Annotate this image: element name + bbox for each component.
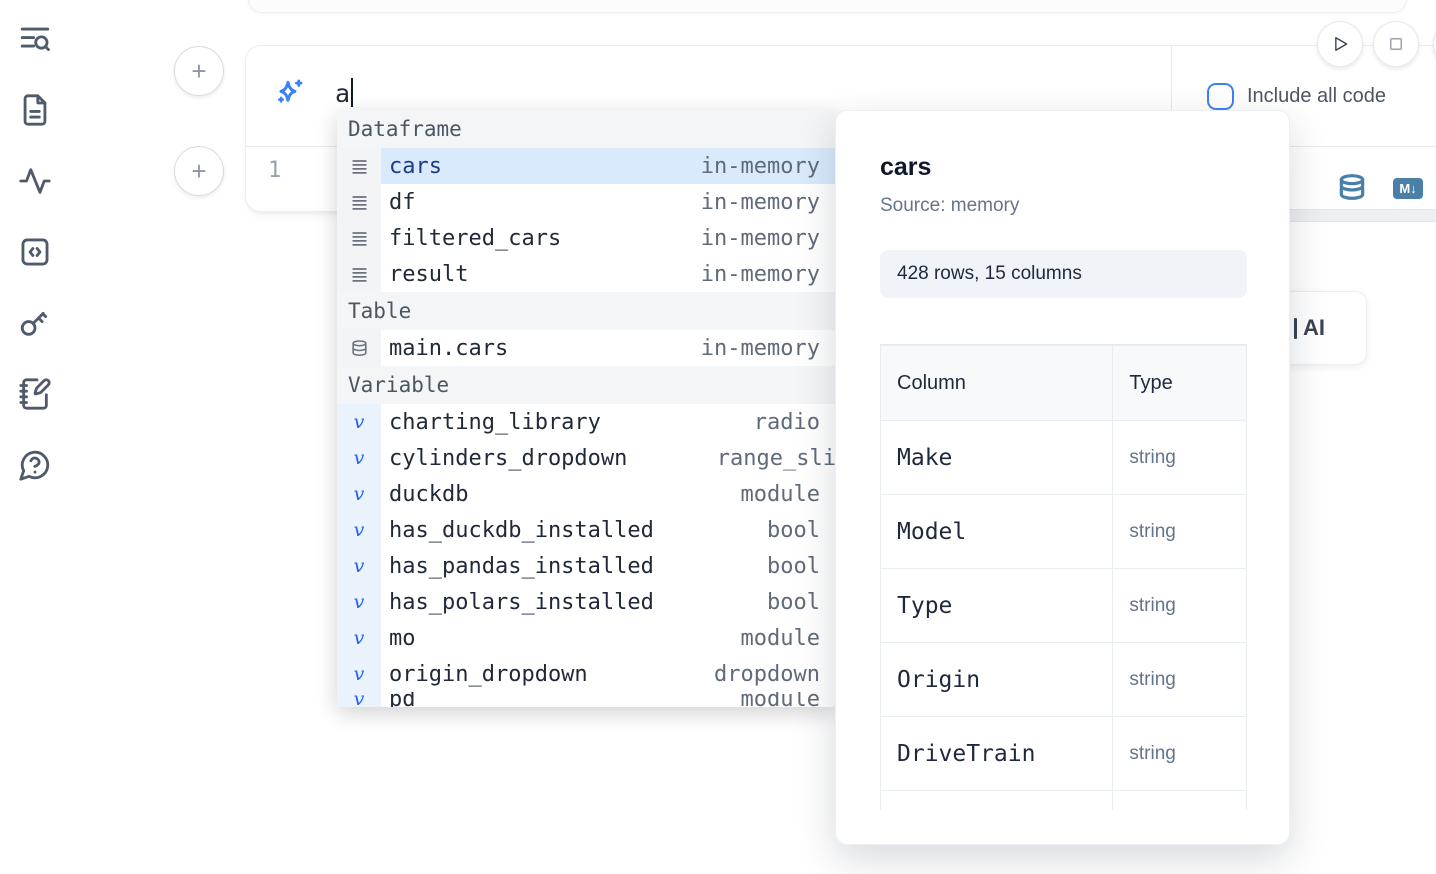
dataframe-output-icon[interactable] — [1336, 172, 1368, 206]
ai-prompt-input[interactable]: a — [335, 78, 354, 108]
variable-icon: v — [337, 548, 381, 584]
include-all-code-label: Include all code — [1247, 84, 1386, 107]
ai-card-label: AI — [1303, 315, 1325, 340]
prompt-divider — [1171, 46, 1172, 145]
type-header: Type — [1112, 345, 1247, 421]
table-row: DriveTrain string — [880, 716, 1247, 791]
preview-title: cars — [880, 153, 932, 181]
dataframe-icon — [337, 256, 381, 292]
sidebar — [18, 22, 58, 482]
text-cursor — [351, 78, 354, 107]
include-all-code-checkbox[interactable] — [1207, 82, 1234, 110]
table-row: Model string — [880, 494, 1247, 569]
toc-search-icon[interactable] — [18, 22, 52, 56]
line-number: 1 — [268, 158, 282, 183]
run-cell-button[interactable] — [1317, 21, 1363, 67]
variable-icon: v — [337, 404, 381, 440]
column-header: Column — [880, 345, 1114, 421]
section-header-variable: Variable — [337, 366, 835, 404]
database-icon — [337, 330, 381, 366]
variable-icon: v — [337, 476, 381, 512]
file-text-icon[interactable] — [18, 93, 52, 127]
variable-icon: v — [337, 440, 381, 476]
stop-cell-button[interactable] — [1373, 21, 1419, 67]
add-cell-above-button[interactable]: + — [174, 46, 224, 96]
key-icon[interactable] — [18, 306, 52, 340]
dataframe-icon — [337, 148, 381, 184]
variable-icon: v — [337, 512, 381, 548]
snippets-icon[interactable] — [18, 235, 52, 269]
variable-icon: v — [337, 584, 381, 620]
dataframe-icon — [337, 220, 381, 256]
ai-sparkle-icon — [271, 77, 308, 114]
variable-icon: v — [337, 620, 381, 656]
preview-schema-table: Column Type Make string Model string Typ… — [880, 344, 1247, 810]
add-cell-below-button[interactable]: + — [174, 146, 224, 196]
preview-shape-badge: 428 rows, 15 columns — [880, 250, 1247, 298]
markdown-convert-icon[interactable]: M↓ — [1393, 178, 1423, 199]
help-icon[interactable] — [18, 448, 52, 482]
preview-source: Source: memory — [880, 195, 1020, 216]
dataframe-icon — [337, 184, 381, 220]
clipped-letter-fragment — [1294, 317, 1297, 339]
activity-icon[interactable] — [18, 164, 52, 198]
dataframe-preview-popover: cars Source: memory 428 rows, 15 columns… — [835, 110, 1290, 845]
scratchpad-icon[interactable] — [18, 377, 52, 411]
section-header-dataframe: Dataframe — [337, 110, 835, 148]
code-editor-row[interactable]: 1 M↓ — [246, 147, 1436, 211]
variable-icon: v — [337, 692, 381, 707]
section-header-table: Table — [337, 292, 835, 330]
table-row: Type string — [880, 568, 1247, 643]
table-row-clipped — [880, 790, 1247, 810]
variable-icon: v — [337, 656, 381, 692]
previous-cell-edge — [248, 0, 1407, 13]
table-row: Make string — [880, 420, 1247, 495]
table-row: Origin string — [880, 642, 1247, 717]
